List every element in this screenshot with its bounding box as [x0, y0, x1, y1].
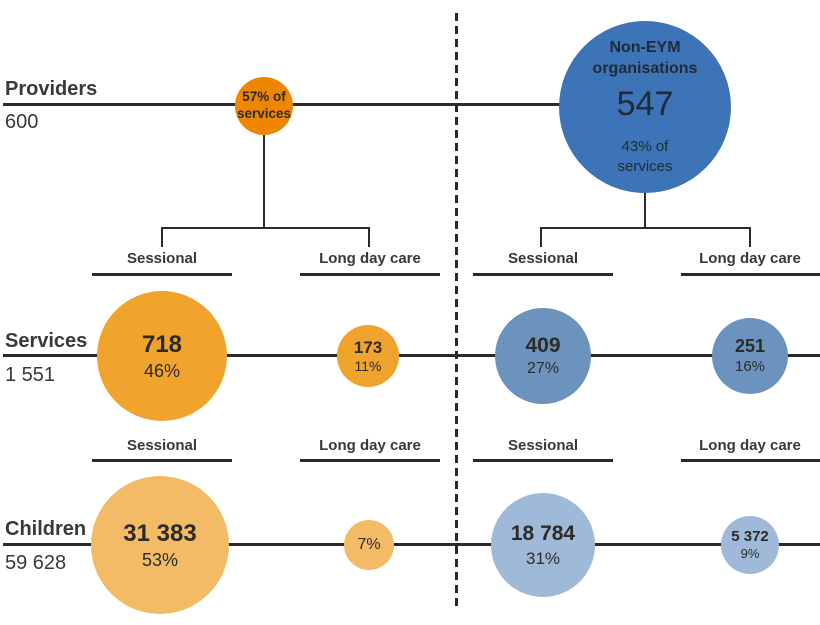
left-provider-circle: 57% of services — [235, 77, 293, 135]
left-provider-pct-line2: services — [236, 106, 292, 121]
providers-total: 600 — [5, 111, 39, 133]
children-left-sessional-header: Sessional — [126, 437, 198, 454]
circle-pct: 31% — [525, 548, 561, 568]
circle-pct: 16% — [734, 357, 766, 375]
children-right-long-day-care-circle: 5 372 9% — [721, 516, 779, 574]
non-eym-pct-line2: services — [617, 157, 673, 175]
children-row-label: Children — [5, 518, 87, 540]
children-row-line — [3, 543, 820, 546]
services-right-long-day-care-circle: 251 16% — [712, 318, 788, 394]
left-bracket-tick-long-day-care — [368, 227, 370, 247]
children-left-sessional-circle: 31 383 53% — [91, 476, 229, 614]
services-total: 1 551 — [5, 364, 56, 386]
non-eym-value: 547 — [616, 84, 674, 123]
children-right-long-day-care-underline — [681, 459, 820, 462]
circle-value: 718 — [141, 330, 183, 358]
circle-pct: 11% — [354, 357, 382, 374]
left-bracket-line — [161, 227, 370, 229]
circle-value: 173 — [353, 337, 383, 357]
services-row-label: Services — [5, 330, 88, 352]
children-right-sessional-underline — [473, 459, 613, 462]
services-left-sessional-header: Sessional — [126, 250, 198, 267]
services-left-long-day-care-circle: 173 11% — [337, 325, 399, 387]
services-right-sessional-circle: 409 27% — [495, 308, 591, 404]
services-row-line — [3, 354, 820, 357]
circle-value: 5 372 — [731, 527, 769, 545]
children-right-sessional-header: Sessional — [507, 437, 579, 454]
children-left-long-day-care-underline — [300, 459, 440, 462]
non-eym-name-line2: organisations — [592, 59, 698, 77]
services-left-sessional-circle: 718 46% — [97, 291, 227, 421]
services-right-long-day-care-underline — [681, 273, 820, 276]
children-left-long-day-care-header: Long day care — [319, 437, 421, 454]
non-eym-provider-circle: Non-EYM organisations 547 43% of service… — [559, 21, 731, 193]
services-right-sessional-header: Sessional — [507, 250, 579, 267]
services-right-sessional-underline — [473, 273, 613, 276]
left-provider-pct-line1: 57% of — [242, 89, 286, 105]
services-left-long-day-care-header: Long day care — [319, 250, 421, 267]
right-bracket-tick-long-day-care — [749, 227, 751, 247]
circle-pct: 53% — [141, 549, 179, 570]
non-eym-name-line1: Non-EYM — [609, 38, 681, 56]
circle-value: 251 — [734, 336, 766, 357]
left-bracket-tick-sessional — [161, 227, 163, 247]
children-left-sessional-underline — [92, 459, 232, 462]
services-left-sessional-underline — [92, 273, 232, 276]
right-provider-stem-line — [644, 192, 646, 228]
circle-value: 409 — [525, 333, 561, 357]
children-total: 59 628 — [5, 552, 67, 574]
children-left-long-day-care-circle: 7% — [344, 520, 394, 570]
circle-value: 18 784 — [510, 522, 576, 546]
non-eym-pct-line1: 43% of — [621, 138, 669, 156]
left-provider-stem-line — [263, 133, 265, 228]
circle-value: 31 383 — [123, 519, 197, 547]
children-right-sessional-circle: 18 784 31% — [491, 493, 595, 597]
children-right-long-day-care-header: Long day care — [699, 437, 801, 454]
circle-pct: 46% — [143, 360, 181, 381]
divider-bottom-mask — [450, 609, 465, 625]
circle-pct: 7% — [357, 536, 381, 553]
group-divider-dashed-line — [455, 13, 458, 609]
circle-pct: 27% — [526, 360, 560, 378]
circle-pct: 9% — [740, 546, 760, 562]
services-right-long-day-care-header: Long day care — [699, 250, 801, 267]
providers-row-line — [3, 103, 648, 106]
right-bracket-line — [540, 227, 751, 229]
right-bracket-tick-sessional — [540, 227, 542, 247]
services-left-long-day-care-underline — [300, 273, 440, 276]
providers-row-label: Providers — [5, 78, 98, 100]
